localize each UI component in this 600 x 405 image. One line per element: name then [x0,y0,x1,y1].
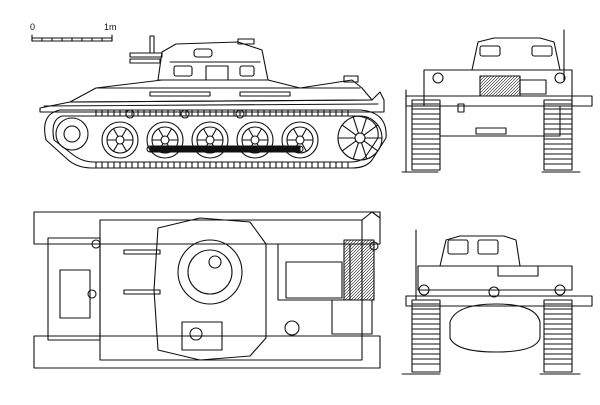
engine-deck-grille [277,243,351,301]
rear-hull [417,265,573,291]
top-view [33,211,381,369]
top-left-track [33,211,381,245]
rear-view [401,229,593,375]
side-track [44,109,387,169]
suspension-beam [149,145,301,153]
rear-right-track [543,299,573,373]
front-view [401,29,593,173]
commander-cupola [177,239,243,305]
drive-sprocket [55,117,89,151]
front-left-track [411,99,441,171]
front-right-track [543,99,573,171]
side-superstructure [69,79,373,103]
rear-left-track [411,299,441,373]
rear-exhaust-muffler [449,303,541,353]
top-right-track [33,335,381,369]
scale-end-label: 1m [104,22,117,32]
scale-start-label: 0 [30,22,35,32]
scale-bar: 0 1m [30,22,117,42]
side-view [39,35,387,169]
front-turret [471,37,561,71]
top-turret-ring [153,217,267,361]
side-hull [39,91,385,113]
